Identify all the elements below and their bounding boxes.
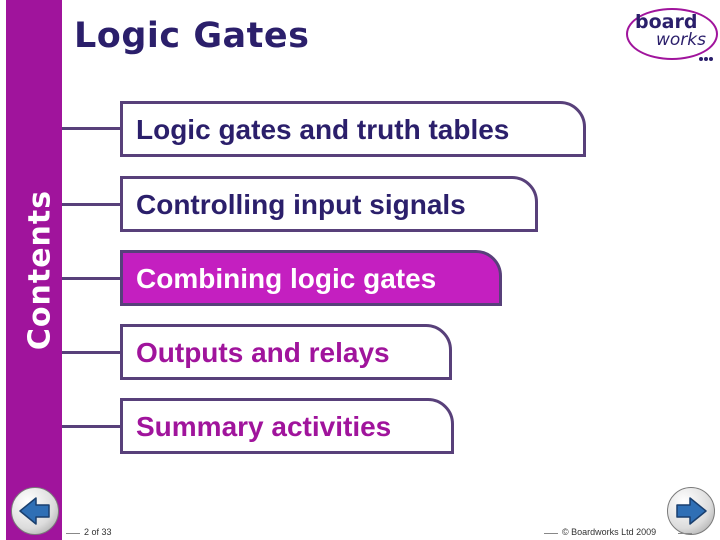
footer-copyright: © Boardworks Ltd 2009 bbox=[542, 527, 702, 540]
menu-connector-4 bbox=[62, 351, 120, 354]
arrow-right-icon bbox=[676, 497, 707, 525]
menu-item-controlling-input-signals[interactable]: Controlling input signals bbox=[120, 176, 538, 232]
page-title: Logic Gates bbox=[74, 16, 310, 56]
footer-divider-right bbox=[678, 533, 692, 534]
page-number: 2 of 33 bbox=[84, 527, 112, 537]
menu-connector-2 bbox=[62, 203, 120, 206]
copyright-text: © Boardworks Ltd 2009 bbox=[562, 527, 657, 537]
logo-ellipse bbox=[626, 8, 718, 60]
arrow-left-icon bbox=[19, 497, 50, 525]
footer-divider bbox=[66, 533, 80, 534]
sidebar-label: Contents bbox=[22, 189, 58, 351]
menu-connector-3 bbox=[62, 277, 120, 280]
footer-divider-left bbox=[544, 533, 558, 534]
menu-connector-5 bbox=[62, 425, 120, 428]
page-counter: 2 of 33 bbox=[62, 527, 116, 540]
contents-sidebar: Contents bbox=[6, 0, 62, 540]
menu-item-summary-activities[interactable]: Summary activities bbox=[120, 398, 454, 454]
next-slide-button[interactable] bbox=[667, 487, 715, 535]
logo-text-board: board bbox=[635, 11, 698, 33]
boardworks-logo: board works bbox=[626, 8, 718, 61]
logo-dots bbox=[699, 48, 715, 61]
logo-text-works: works bbox=[656, 30, 706, 50]
menu-item-combining-logic-gates[interactable]: Combining logic gates bbox=[120, 250, 502, 306]
menu-connector-1 bbox=[62, 127, 120, 130]
previous-slide-button[interactable] bbox=[11, 487, 59, 535]
menu-item-logic-gates-truth-tables[interactable]: Logic gates and truth tables bbox=[120, 101, 586, 157]
menu-item-outputs-and-relays[interactable]: Outputs and relays bbox=[120, 324, 452, 380]
